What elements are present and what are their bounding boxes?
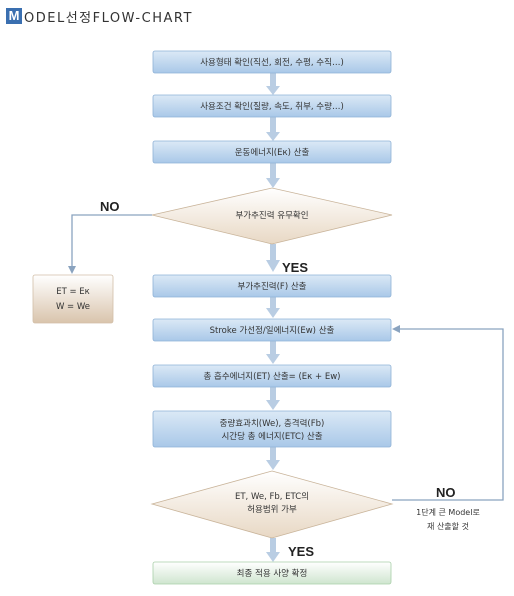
step-thrust-calc-text: 부가추진력(F) 산출	[238, 281, 307, 292]
decision-allowable-range-line2: 허용범위 가부	[247, 504, 297, 515]
note-line1: 1단계 큰 Model로	[416, 507, 480, 517]
arrow-s1-s2	[266, 73, 280, 95]
step-usage-condition: 사용조건 확인(질량, 속도, 취부, 수량…)	[152, 94, 392, 118]
label-yes-2: YES	[288, 544, 314, 559]
step-total-energy: 총 흡수에너지(ET) 산출= (Eк + Ew)	[152, 364, 392, 388]
page-title: M ODEL선정FLOW-CHART	[6, 6, 193, 26]
decision-additional-thrust-text: 부가추진력 유무확인	[235, 210, 308, 221]
arrow-d1-s4	[266, 244, 280, 272]
step-weight-impact: 중량효과치(We), 충격력(Fb) 시간당 총 에너지(ETC) 산출	[152, 410, 392, 448]
arrow-s7-d2	[266, 447, 280, 470]
step-weight-impact-line2: 시간당 총 에너지(ETC) 산출	[221, 431, 322, 442]
step-stroke-work-energy-text: Stroke 가선정/일에너지(Ew) 산출	[210, 325, 335, 336]
arrow-s2-s3	[266, 117, 280, 141]
decision-allowable-range: ET, We, Fb, ETC의 허용범위 가부	[150, 470, 394, 539]
step-kinetic-energy: 운동에너지(Eк) 산출	[152, 140, 392, 164]
side-result-line1: ET = Eк	[56, 287, 90, 297]
label-no-1: NO	[100, 199, 120, 214]
step-thrust-calc: 부가추진력(F) 산출	[152, 274, 392, 298]
decision-additional-thrust: 부가추진력 유무확인	[151, 187, 393, 245]
title-first-letter: M	[6, 8, 22, 24]
side-result-box: ET = Eк W = We	[32, 274, 114, 324]
arrow-s6-s7	[266, 387, 280, 410]
arrow-d2-s8	[266, 538, 280, 562]
note-line2: 재 산출할 것	[427, 521, 469, 531]
no-loop-right	[392, 325, 504, 501]
step-weight-impact-line1: 중량효과치(We), 충격력(Fb)	[220, 418, 325, 429]
title-rest: ODEL선정FLOW-CHART	[24, 10, 193, 26]
side-result-line2: W = We	[56, 302, 90, 312]
step-usage-condition-text: 사용조건 확인(질량, 속도, 취부, 수량…)	[200, 101, 344, 112]
step-final-spec: 최종 적용 사양 확정	[152, 561, 392, 585]
step-kinetic-energy-text: 운동에너지(Eк) 산출	[235, 147, 310, 158]
step-total-energy-text: 총 흡수에너지(ET) 산출= (Eк + Ew)	[204, 371, 341, 382]
arrow-s3-d1	[266, 163, 280, 188]
step-usage-type-text: 사용형태 확인(직선, 회전, 수평, 수직…)	[200, 57, 344, 68]
connector-arrows	[266, 73, 280, 562]
step-stroke-work-energy: Stroke 가선정/일에너지(Ew) 산출	[152, 318, 392, 342]
label-yes-1: YES	[282, 260, 308, 275]
arrow-s4-s5	[266, 297, 280, 318]
arrow-s5-s6	[266, 341, 280, 364]
label-no-2: NO	[436, 485, 456, 500]
decision-allowable-range-line1: ET, We, Fb, ETC의	[235, 491, 309, 502]
step-usage-type: 사용형태 확인(직선, 회전, 수평, 수직…)	[152, 50, 392, 74]
step-final-spec-text: 최종 적용 사양 확정	[237, 568, 308, 579]
no-branch-left	[68, 214, 152, 274]
